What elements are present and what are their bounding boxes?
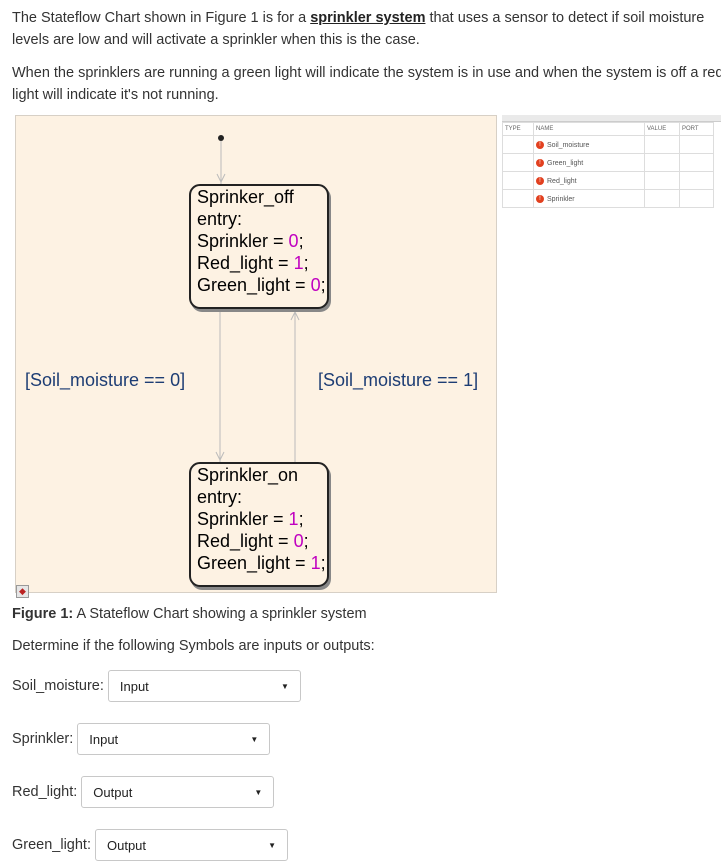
default-transition-arrow [216, 173, 226, 184]
table-row[interactable]: !Sprinkler [502, 189, 714, 208]
symbol-name: Red_light [547, 177, 577, 185]
intro-line-4: light will indicate it's not running. [12, 87, 219, 103]
guard-soil-moisture-0: [Soil_moisture == 0] [25, 370, 186, 390]
column-name: NAME [533, 122, 645, 136]
soil-moisture-select[interactable]: Input ▼ [107, 670, 301, 702]
question-text: Determine if the following Symbols are i… [12, 638, 375, 654]
table-row[interactable]: !Red_light [502, 171, 714, 190]
dropdown-caret-icon: ▼ [268, 840, 276, 850]
intro-line-1: The Stateflow Chart shown in Figure 1 is… [12, 7, 704, 29]
answer-label: Sprinkler: [12, 731, 74, 747]
transition-lines [215, 135, 300, 462]
error-icon: ! [536, 140, 544, 149]
symbol-table: TYPE NAME VALUE PORT !Soil_moisture !Gre… [502, 122, 714, 208]
error-icon: ! [536, 194, 544, 203]
state-sprinkler-on[interactable]: Sprinkler_on entry: Sprinkler = 1; Red_l… [189, 462, 329, 587]
default-transition-dot [218, 135, 224, 141]
column-port: PORT [679, 122, 714, 136]
answer-row-sprinkler: Sprinkler: Input ▼ [12, 723, 271, 755]
dropdown-caret-icon: ▼ [280, 681, 289, 691]
selected-value: Input [89, 731, 119, 747]
figure-caption: Figure 1: A Stateflow Chart showing a sp… [12, 606, 367, 622]
state-name: Sprinker_off [197, 187, 294, 207]
state-action: Green_light = 1; [197, 553, 326, 573]
symbol-name: Green_light [547, 159, 584, 167]
state-name: Sprinkler_on [197, 465, 299, 485]
state-action: Sprinkler = 1; [197, 509, 304, 529]
state-action: Green_light = 0; [197, 275, 326, 295]
answer-label: Red_light: [12, 784, 78, 800]
table-row[interactable]: !Green_light [502, 153, 714, 172]
red-light-select[interactable]: Output ▼ [81, 776, 275, 808]
caption-text: A Stateflow Chart showing a sprinkler sy… [73, 606, 367, 622]
state-entry: entry: [197, 487, 243, 507]
intro-text: that uses a sensor to detect if soil moi… [425, 10, 705, 26]
stateflow-chart: Sprinker_off entry: Sprinkler = 0; Red_l… [15, 115, 497, 593]
state-action: Red_light = 0; [197, 531, 309, 551]
answer-row-soil-moisture: Soil_moisture: Input ▼ [12, 670, 301, 702]
error-icon: ! [536, 158, 544, 167]
error-icon: ! [536, 176, 544, 185]
answer-row-red-light: Red_light: Output ▼ [12, 776, 275, 808]
sprinkler-select[interactable]: Input ▼ [77, 723, 271, 755]
symbol-name: Soil_moisture [547, 141, 590, 149]
answer-label: Green_light: [12, 837, 91, 853]
chart-corner-icon[interactable]: ◆ [16, 585, 29, 598]
selected-value: Input [119, 678, 149, 694]
column-value: VALUE [644, 122, 680, 136]
state-entry: entry: [197, 209, 243, 229]
sprinkler-system-link[interactable]: sprinkler system [310, 10, 426, 26]
intro-line-3: When the sprinklers are running a green … [12, 65, 721, 81]
symbol-table-panel: TYPE NAME VALUE PORT !Soil_moisture !Gre… [502, 115, 721, 211]
selected-value: Output [93, 784, 133, 800]
transition-off-to-on-arrow [215, 451, 225, 462]
intro-text: The Stateflow Chart shown in Figure 1 is… [12, 10, 311, 26]
guard-soil-moisture-1: [Soil_moisture == 1] [318, 370, 479, 390]
answer-label: Soil_moisture: [12, 678, 104, 694]
intro-line-2: levels are low and will activate a sprin… [12, 32, 420, 48]
toolbar-strip [502, 115, 721, 122]
dropdown-caret-icon: ▼ [250, 734, 259, 744]
transition-on-to-off-arrow [290, 310, 300, 321]
symbol-name: Sprinkler [547, 195, 575, 203]
column-type: TYPE [502, 122, 534, 136]
green-light-select[interactable]: Output ▼ [95, 829, 288, 861]
caption-label: Figure 1: [12, 606, 74, 622]
answer-row-green-light: Green_light: Output ▼ [12, 829, 288, 861]
state-sprinkler-off[interactable]: Sprinker_off entry: Sprinkler = 0; Red_l… [189, 184, 329, 309]
selected-value: Output [107, 837, 147, 853]
state-action: Red_light = 1; [197, 253, 309, 273]
dropdown-caret-icon: ▼ [254, 787, 263, 797]
state-action: Sprinkler = 0; [197, 231, 304, 251]
table-row[interactable]: !Soil_moisture [502, 135, 714, 154]
